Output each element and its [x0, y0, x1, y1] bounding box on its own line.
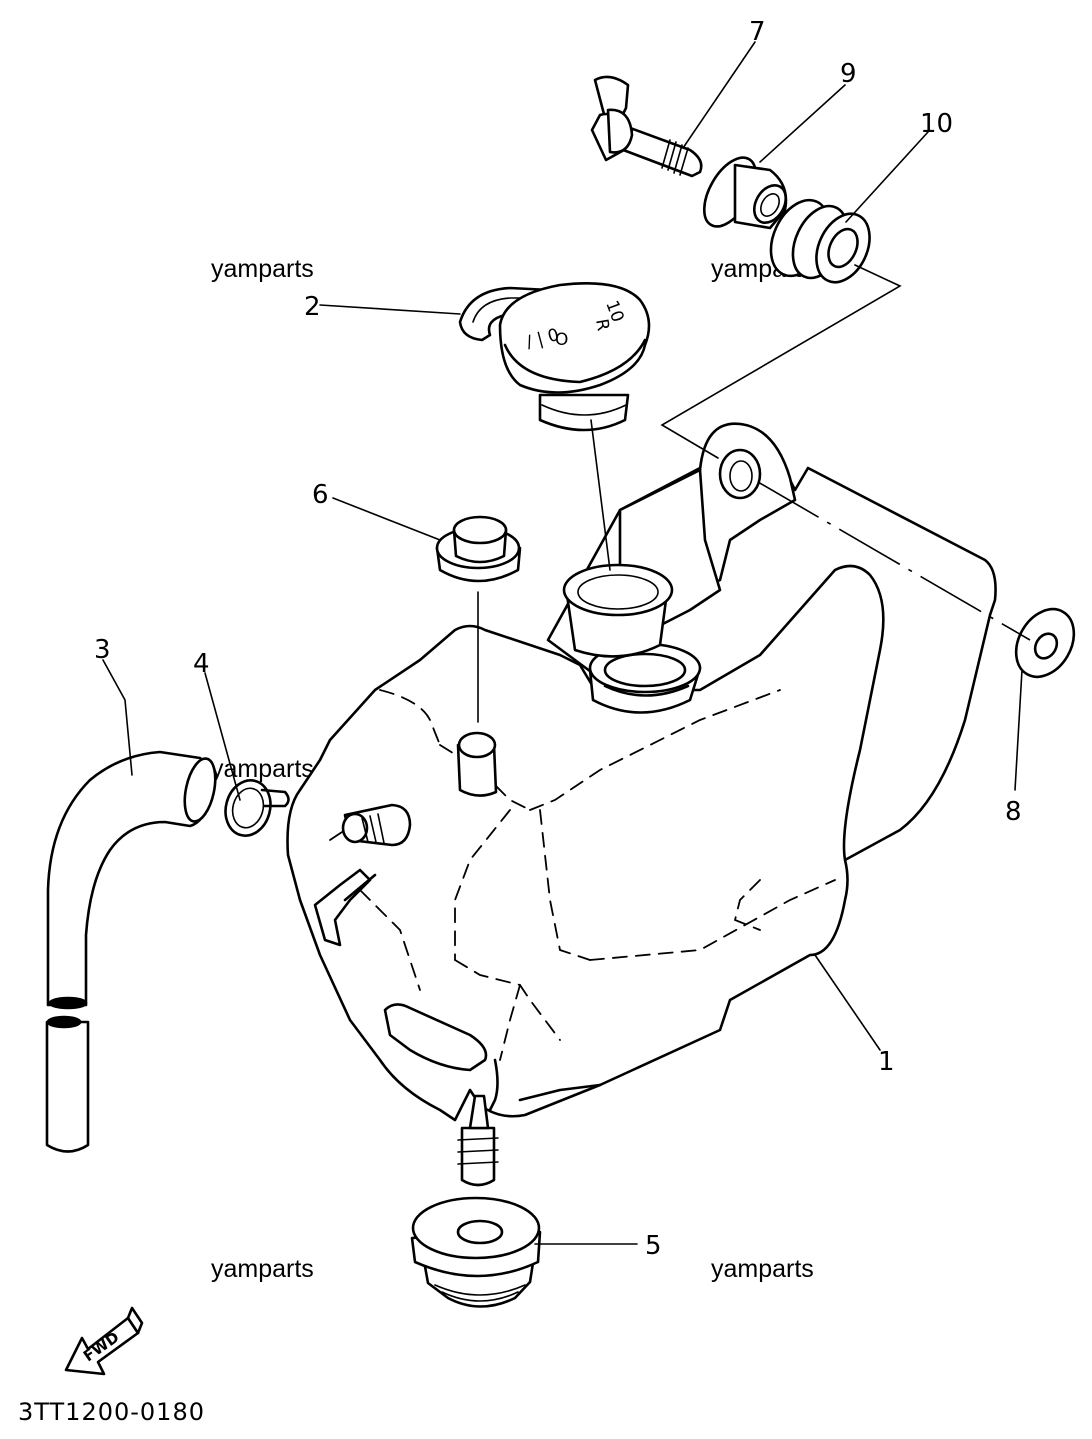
grommet-drawing — [435, 515, 522, 583]
cap-marking-r: R — [591, 317, 613, 332]
callout-7: 7 — [749, 17, 766, 47]
callout-3: 3 — [94, 635, 111, 665]
cap-drawing: 10 R O / | 0 — [458, 282, 651, 432]
callout-8: 8 — [1005, 797, 1022, 827]
fwd-arrow-icon: FWD — [64, 1306, 144, 1376]
callouts: 1 2 3 4 5 6 7 8 9 10 — [94, 17, 1022, 1261]
cap-marking-o: O — [555, 330, 568, 350]
hose-drawing — [45, 750, 217, 1153]
callout-2: 2 — [304, 292, 321, 322]
bottom-damper-drawing — [410, 1196, 542, 1308]
tank-drawing — [286, 422, 997, 1187]
top-damper-drawing — [769, 198, 871, 284]
callout-4: 4 — [193, 649, 210, 679]
callout-10: 10 — [920, 109, 953, 139]
watermark-bottom-right: yamparts — [711, 1255, 814, 1283]
washer-drawing — [1014, 607, 1076, 679]
callout-1: 1 — [878, 1047, 895, 1077]
bolt-drawing — [590, 75, 703, 178]
clip-drawing — [224, 779, 290, 837]
watermark-bottom-left: yamparts — [211, 1255, 314, 1283]
diagram-code: 3TT1200-0180 — [18, 1398, 205, 1426]
collar-drawing — [702, 156, 788, 230]
watermark-top-left: yamparts — [211, 255, 314, 283]
callout-6: 6 — [312, 480, 329, 510]
watermark-mid-left: yamparts — [211, 755, 314, 783]
leader-lines — [102, 41, 1031, 1245]
callout-5: 5 — [645, 1231, 662, 1261]
callout-9: 9 — [840, 59, 857, 89]
